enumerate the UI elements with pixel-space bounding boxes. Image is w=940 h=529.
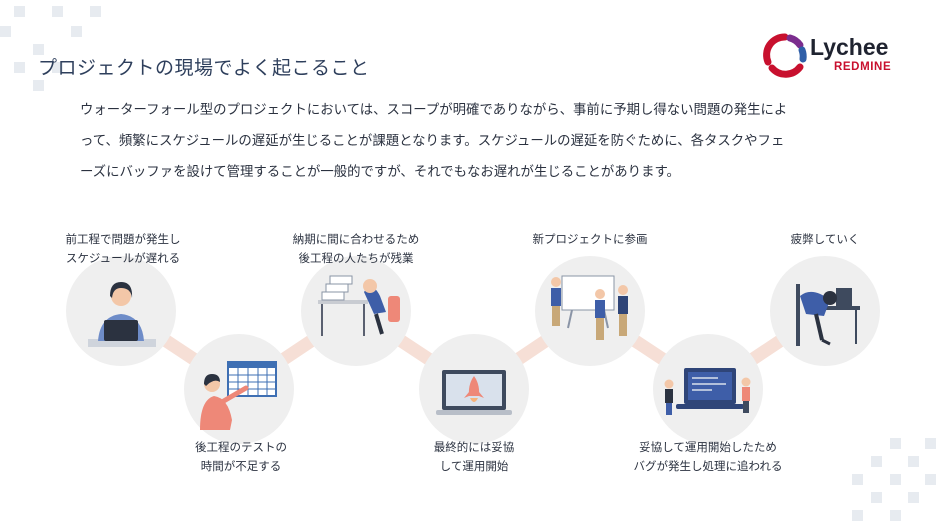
step-label: 妥協して運用開始したため バグが発生し処理に追われる xyxy=(623,438,793,476)
step-label-line: 後工程の人たちが残業 xyxy=(298,251,414,265)
step-label-line: 疲弊していく xyxy=(790,232,860,246)
step-label: 納期に間に合わせるため 後工程の人たちが残業 xyxy=(271,230,441,268)
step-label: 後工程のテストの 時間が不足する xyxy=(156,438,326,476)
logo-subtitle: REDMINE xyxy=(834,61,892,73)
step-label-line: 前工程で問題が発生し xyxy=(65,232,181,246)
intro-line: ーズにバッファを設けて管理することが一般的ですが、それでもなお遅れが生じることが… xyxy=(80,165,680,180)
step-label: 疲弊していく xyxy=(740,230,910,249)
logo-wordmark: Lychee xyxy=(810,34,889,60)
step-label-line: 時間が不足する xyxy=(200,459,282,473)
lychee-logo-icon xyxy=(763,33,807,78)
step-label-line: 納期に間に合わせるため xyxy=(292,232,420,246)
intro-line: って、頻繁にスケジュールの遅延が生じることが課題となります。スケジュールの遅延を… xyxy=(80,134,785,149)
step-label-line: 新プロジェクトに参画 xyxy=(532,232,648,246)
step-label-line: 後工程のテストの xyxy=(195,440,287,454)
step-label: 新プロジェクトに参画 xyxy=(505,230,675,249)
intro-paragraph: ウォーターフォール型のプロジェクトにおいては、スコープが明確でありながら、事前に… xyxy=(80,95,870,188)
rocket-laptop-icon xyxy=(419,334,529,444)
step-label-line: 妥協して運用開始したため xyxy=(639,440,777,454)
exhausted-worker-icon xyxy=(770,256,880,366)
worried-worker-icon xyxy=(66,256,176,366)
intro-line: ウォーターフォール型のプロジェクトにおいては、スコープが明確でありながら、事前に… xyxy=(80,103,788,118)
step-label: 最終的には妥協 して運用開始 xyxy=(389,438,559,476)
page-title: プロジェクトの現場でよく起こること xyxy=(38,56,370,79)
team-presentation-icon xyxy=(535,256,645,366)
step-label-line: バグが発生し処理に追われる xyxy=(633,459,783,473)
overtime-desk-icon xyxy=(301,256,411,366)
step-label-line: 最終的には妥協 xyxy=(433,440,515,454)
step-label-line: して運用開始 xyxy=(439,459,509,473)
bug-fixing-icon xyxy=(653,334,763,444)
step-label-line: スケジュールが遅れる xyxy=(65,251,181,265)
step-label: 前工程で問題が発生し スケジュールが遅れる xyxy=(38,230,208,268)
calendar-pointing-icon xyxy=(184,334,294,444)
lychee-redmine-logo: Lychee REDMINE xyxy=(762,30,912,80)
